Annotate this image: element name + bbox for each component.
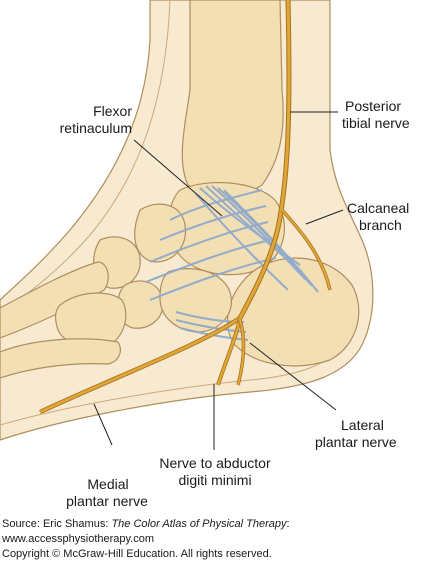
book-title: The Color Atlas of Physical Therapy <box>111 518 287 530</box>
source-caption: Source: Eric Shamus: The Color Atlas of … <box>2 517 422 562</box>
label-lateral-plantar-nerve: Lateral plantar nerve <box>315 417 397 450</box>
nerve-paths <box>39 0 332 415</box>
copyright-notice: Copyright © McGraw-Hill Education. All r… <box>2 548 272 560</box>
label-flexor-retinaculum: Flexor retinaculum <box>59 103 132 136</box>
metatarsal-bone <box>0 338 121 379</box>
label-calcaneal-branch: Calcaneal branch <box>347 200 410 233</box>
source-website: www.accessphysiotherapy.com <box>2 533 155 545</box>
label-posterior-tibial-nerve: Posterior tibial nerve <box>342 98 410 131</box>
tibia-bone <box>181 0 284 197</box>
foot-anatomy-illustration <box>0 0 374 450</box>
metatarsal-bone <box>0 261 109 339</box>
flexor-retinaculum-fibers <box>145 185 319 341</box>
source-line: Source: Eric Shamus: The Color Atlas of … <box>2 518 290 530</box>
label-nerve-to-abductor-digiti-minimi: Nerve to abductor digiti minimi <box>159 455 271 488</box>
label-medial-plantar-nerve: Medial plantar nerve <box>66 476 148 509</box>
leader-lines <box>93 111 344 450</box>
